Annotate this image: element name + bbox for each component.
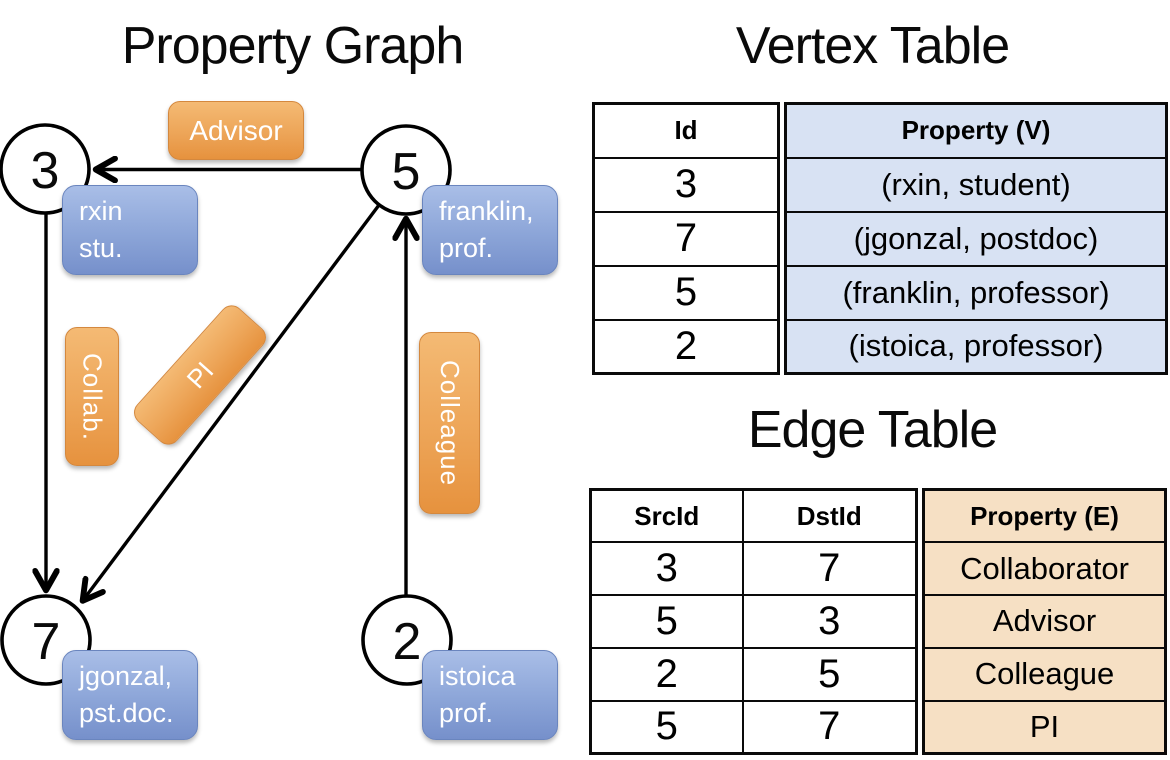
vertex-property-line: pst.doc. xyxy=(79,698,174,728)
edge-table-cell: 7 xyxy=(741,699,918,755)
vertex-property-line: jgonzal, xyxy=(79,661,173,691)
vertex-table-cell: (franklin, professor) xyxy=(784,264,1168,321)
vertex-property-line: prof. xyxy=(439,233,494,263)
edge-label-collab: Collab. xyxy=(65,327,119,466)
edge-table-cell: 3 xyxy=(741,594,918,649)
edge-label-advisor: Advisor xyxy=(168,101,304,160)
edge-table-header-property: Property (E) xyxy=(922,488,1167,544)
edge-table-cell: Advisor xyxy=(922,594,1167,649)
vertex-table-property-column: Property (V) (rxin, student) (jgonzal, p… xyxy=(784,102,1168,375)
edge-table-title: Edge Table xyxy=(747,401,998,459)
edge-table-cell: 5 xyxy=(589,699,744,755)
edge-table-cell: 7 xyxy=(741,541,918,597)
vertex-table-title: Vertex Table xyxy=(735,17,1010,75)
edge-label-colleague-text: Colleague xyxy=(435,359,465,487)
edge-table-cell: 5 xyxy=(741,646,918,702)
edge-table-id-columns: SrcId DstId 3 7 5 3 2 5 5 7 xyxy=(589,488,918,755)
vertex-property-line: rxin xyxy=(79,196,123,226)
edge-table-cell: PI xyxy=(922,699,1167,755)
vertex-property-line: prof. xyxy=(439,698,494,728)
edge-table-cell: 3 xyxy=(589,541,744,597)
vertex-table-cell: (jgonzal, postdoc) xyxy=(784,210,1168,267)
vertex-property-line: stu. xyxy=(79,233,123,263)
vertex-table-cell: 5 xyxy=(592,264,780,321)
vertex-table-cell: 7 xyxy=(592,210,780,267)
vertex-table-cell: (rxin, student) xyxy=(784,156,1168,213)
vertex-id-5: 5 xyxy=(391,143,421,201)
vertex-property-box-istoica: istoica prof. xyxy=(422,650,558,740)
edge-table-header-srcid: SrcId xyxy=(589,488,744,544)
edge-label-colleague: Colleague xyxy=(419,332,480,514)
edge-table-cell: 2 xyxy=(589,646,744,702)
edge-label-collab-text: Collab. xyxy=(77,352,108,441)
vertex-property-line: istoica xyxy=(439,661,516,691)
edge-table-property-column: Property (E) Collaborator Advisor Collea… xyxy=(922,488,1167,755)
edge-table-cell: Collaborator xyxy=(922,541,1167,597)
vertex-id-2: 2 xyxy=(392,613,422,671)
vertex-property-line: franklin, xyxy=(439,196,534,226)
vertex-property-box-franklin: franklin, prof. xyxy=(422,185,558,275)
vertex-property-box-rxin: rxin stu. xyxy=(62,185,198,275)
vertex-table-id-column: Id 3 7 5 2 xyxy=(592,102,780,375)
vertex-id-3: 3 xyxy=(30,142,60,200)
property-graph-title: Property Graph xyxy=(121,17,465,75)
edge-pi-5-to-7 xyxy=(84,203,381,599)
vertex-table-cell: 3 xyxy=(592,156,780,213)
vertex-table-cell: (istoica, professor) xyxy=(784,318,1168,375)
vertex-table-header-id: Id xyxy=(592,102,780,159)
vertex-id-7: 7 xyxy=(31,613,61,671)
vertex-property-box-jgonzal: jgonzal, pst.doc. xyxy=(62,650,198,740)
vertex-table-cell: 2 xyxy=(592,318,780,375)
edge-table-cell: Colleague xyxy=(922,646,1167,702)
edge-table-header-dstid: DstId xyxy=(741,488,918,544)
vertex-table-header-property: Property (V) xyxy=(784,102,1168,159)
edge-table-cell: 5 xyxy=(589,594,744,649)
